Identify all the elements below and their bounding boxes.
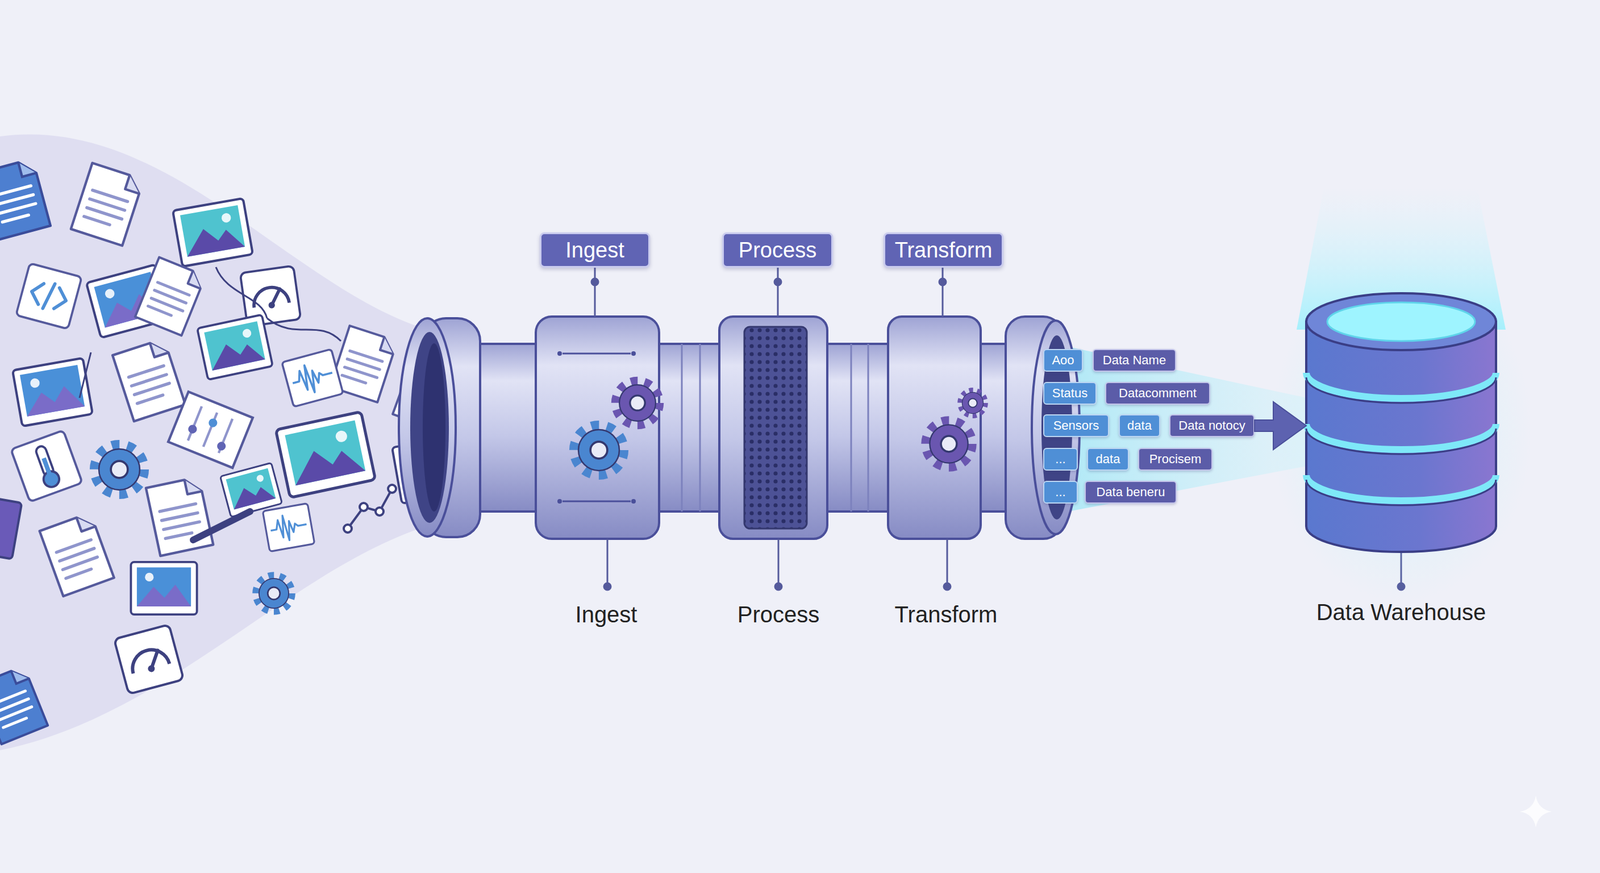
partial-icon	[0, 497, 22, 559]
rivet	[557, 498, 562, 504]
data-tag: Data notocy	[1169, 414, 1255, 437]
document-icon	[112, 338, 186, 422]
pipe-mouth	[398, 318, 456, 537]
node-text: Data notocy	[1178, 418, 1245, 433]
pipe-opening	[422, 343, 446, 512]
data-tag: ...	[1043, 480, 1078, 504]
glow	[1270, 261, 1532, 603]
stage-label: Transform	[894, 601, 998, 628]
gear-icon	[95, 445, 144, 494]
process-ring	[719, 316, 828, 539]
warehouse-cylinder	[1270, 261, 1532, 603]
thermometer-icon	[10, 430, 83, 502]
cylinder-light	[1327, 302, 1475, 341]
waveform-icon	[262, 503, 315, 552]
waveform-icon	[281, 348, 344, 407]
node-text: Data beneru	[1096, 484, 1165, 500]
data-tag: Status	[1043, 381, 1097, 405]
document-icon	[71, 163, 144, 246]
node-text: Status	[1052, 385, 1088, 401]
document-icon	[39, 512, 115, 597]
warehouse-node: Data Warehouse	[1306, 292, 1497, 555]
document-icon	[135, 257, 206, 336]
data-tag: Sensors	[1043, 414, 1110, 437]
image-icon	[197, 314, 273, 381]
stage-pill: Transform	[883, 232, 1004, 268]
leader-dot	[775, 582, 782, 590]
node-graph-icon	[343, 484, 397, 533]
node-heading: Data Warehouse	[1272, 599, 1531, 625]
settings-icon	[168, 391, 253, 468]
node-text: Sensors	[1053, 418, 1100, 433]
stage-label: Process	[737, 601, 820, 628]
leader-dot	[943, 582, 951, 590]
ring-detail	[562, 353, 631, 502]
leader-dot	[603, 582, 611, 590]
flow-line	[79, 352, 91, 398]
node-text: Procisem	[1149, 451, 1202, 467]
stage-pill: Process	[722, 232, 833, 268]
source-icons	[0, 158, 462, 744]
stage-label: Ingest	[575, 601, 638, 628]
code-icon	[15, 263, 82, 329]
data-tag: data	[1086, 447, 1129, 471]
data-tag: Datacomment	[1105, 381, 1211, 405]
gear-icon	[256, 575, 291, 611]
data-tag: data	[1118, 414, 1161, 437]
ingest-ring	[535, 316, 660, 539]
watermark-star	[1519, 795, 1552, 828]
data-tag: Procisem	[1138, 447, 1213, 471]
tool-handle	[193, 511, 250, 540]
leader-line	[594, 267, 943, 317]
node-text: ...	[1055, 451, 1066, 467]
flow-arrow	[1254, 401, 1307, 450]
leader-dot	[774, 278, 782, 286]
pipe-opening	[410, 331, 449, 523]
gear-icon	[926, 421, 972, 467]
rivet	[631, 351, 636, 356]
gear-icon	[575, 426, 623, 474]
node-text: Transform	[894, 238, 993, 263]
rivet	[557, 351, 562, 356]
stage-pill: Ingest	[539, 232, 650, 268]
cylinder-seam	[1306, 377, 1497, 506]
gauge-icon	[114, 624, 184, 694]
data-tag: Aoo	[1043, 348, 1083, 372]
filter-mesh	[744, 326, 807, 529]
leader-dot	[939, 278, 947, 286]
document-icon	[146, 476, 214, 556]
document-icon	[0, 158, 51, 240]
node-text: Data Name	[1102, 352, 1166, 368]
leader-line	[607, 538, 1402, 587]
pipeline	[398, 316, 1080, 539]
cylinder-band	[1306, 372, 1497, 501]
document-icon	[0, 665, 48, 745]
data-tag: Data beneru	[1084, 480, 1177, 504]
rivet	[631, 498, 636, 504]
node-text: ...	[1055, 484, 1066, 500]
data-tag: Data Name	[1092, 348, 1177, 372]
leader-dot	[591, 278, 599, 286]
node-text: Ingest	[565, 238, 625, 263]
node-text: Datacomment	[1118, 385, 1197, 401]
node-text: Aoo	[1051, 352, 1074, 368]
gear-icon	[960, 390, 986, 416]
flow-line	[267, 318, 341, 341]
node-text: data	[1127, 418, 1152, 433]
node-text: data	[1096, 451, 1121, 467]
cylinder-top	[1306, 293, 1497, 350]
image-icon	[275, 411, 375, 498]
data-tag: ...	[1043, 447, 1078, 471]
cylinder-body	[1306, 321, 1497, 552]
image-icon	[172, 198, 253, 267]
gear-icon	[616, 381, 660, 425]
flow-line	[215, 267, 268, 319]
node-text: Process	[738, 238, 817, 263]
data-funnel	[0, 134, 438, 750]
transform-ring	[888, 316, 981, 539]
image-icon	[130, 561, 197, 615]
